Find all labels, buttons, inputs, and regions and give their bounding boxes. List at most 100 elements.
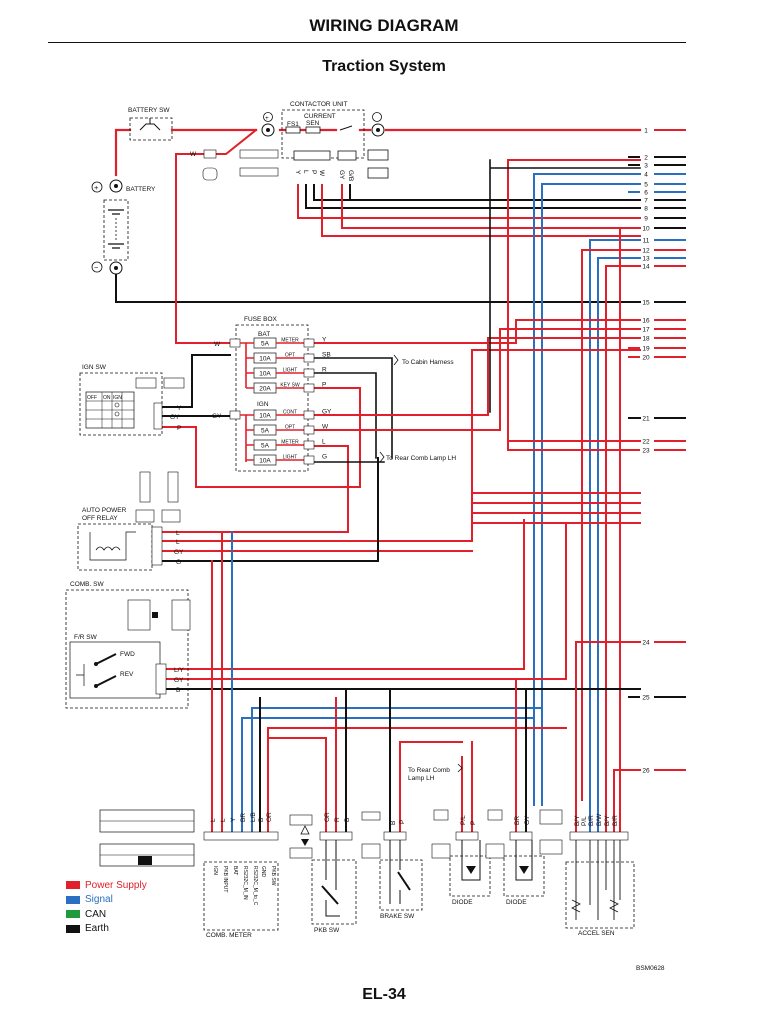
wire-fuse-l: [161, 445, 349, 533]
relay-wire-g: G: [176, 559, 181, 566]
fuse-amp: 10A: [259, 458, 271, 465]
wire-brake-p: [399, 741, 463, 834]
wire-bus-2-3: [489, 159, 641, 413]
accel-sen-label: ACCEL SEN: [578, 930, 615, 937]
fuse-wire: Y: [322, 337, 327, 344]
accel-wire: B/R: [612, 815, 619, 826]
legend-swatch: [66, 881, 80, 890]
fuse-amp: 10A: [259, 371, 271, 378]
fr-wire-gy: GY: [174, 677, 184, 684]
fr-wire-ly: L/Y: [174, 667, 184, 674]
meter-wire: L/B: [250, 812, 257, 822]
wire-fr-ly: [165, 519, 525, 670]
diode2-wire-gy: GY: [524, 815, 531, 825]
contactor-pin: GY: [338, 170, 345, 180]
fuse-bat-label: BAT: [258, 331, 270, 338]
meter-pin: GND: [260, 866, 266, 878]
legend-swatch: [66, 910, 80, 919]
ign-wire-y: Y: [177, 405, 182, 412]
legend-item: CAN: [66, 907, 147, 922]
fuse-ign-label: IGN: [257, 401, 269, 408]
wire-contactor-l: [305, 184, 641, 209]
wire-contactor-w: [321, 184, 641, 237]
line-number: 17: [642, 327, 650, 334]
line-number: 3: [644, 163, 648, 170]
ign-wire-gy: GY: [170, 414, 180, 421]
brake-sw-label: BRAKE SW: [380, 913, 415, 920]
page-title: WIRING DIAGRAM: [309, 16, 459, 35]
fuse-wire: G: [322, 454, 327, 461]
wire-fuse-sb: [313, 357, 393, 459]
comb-sw: COMB. SW F/R SW FWD REV L/Y GY B: [65, 581, 191, 709]
fuse-wire: L: [322, 439, 326, 446]
current-sen-label-2: SEN: [306, 120, 320, 127]
battery: + BATTERY −: [91, 179, 156, 275]
wire-fuse-y: [313, 319, 641, 344]
fuse-wire: R: [322, 367, 327, 374]
meter-wire: OR: [266, 812, 273, 822]
line-number: 9: [644, 216, 648, 223]
legend-item: Earth: [66, 922, 147, 937]
to-rear-lh-label: To Rear Comb Lamp LH: [386, 455, 456, 462]
brake-sw: B P BRAKE SW: [361, 811, 423, 920]
to-rear-lamp-2: Lamp LH: [408, 775, 435, 782]
fs1-label: FS1: [287, 121, 299, 128]
line-number: 18: [642, 336, 650, 343]
relay-wire-l1: L: [176, 530, 180, 537]
line-number: 13: [642, 256, 650, 263]
relay-wire-l2: L: [176, 539, 180, 546]
wire-relay-g: [161, 457, 379, 562]
wire-pkb-or: [267, 737, 327, 834]
diode2-label: DIODE: [506, 899, 527, 906]
wire-fuse-p: [161, 387, 361, 488]
line-number: 2: [644, 155, 648, 162]
pkb-wire: R: [334, 817, 341, 822]
diode1-wire-p: P: [470, 821, 477, 825]
wire-contactor-y: [297, 184, 641, 219]
relay-label-2: OFF RELAY: [82, 515, 118, 522]
page-number: EL-34: [362, 986, 406, 1003]
meter-wire: L: [210, 818, 217, 822]
line-number: 14: [642, 264, 650, 271]
fuse-name: OPT: [285, 353, 295, 359]
legend-label: Power Supply: [85, 879, 147, 891]
relay-wire-gy: GY: [174, 549, 184, 556]
pkb-wire: OR: [324, 812, 331, 822]
to-cabin-label: To Cabin Harness: [402, 359, 454, 366]
line-number: 25: [642, 695, 650, 702]
contactor-pin: Y: [294, 170, 301, 175]
fuse-wire: GY: [322, 409, 332, 416]
diodes: To Rear Comb Lamp LH P/L P DIODE BR GY D…: [408, 763, 545, 906]
fuse-amp: 5A: [261, 443, 270, 450]
brake-wire-p: P: [399, 820, 406, 824]
svg-text:−: −: [94, 263, 99, 272]
line-number: 5: [644, 182, 648, 189]
to-rear-lamp-1: To Rear Comb: [408, 767, 450, 774]
pkb-wire: B: [344, 818, 351, 822]
fuse-amp: 5A: [261, 341, 270, 348]
wire-line-24: [575, 641, 641, 801]
battery-sw-label: BATTERY SW: [128, 107, 170, 114]
wire-signal-5: [541, 183, 641, 806]
line-number: 16: [642, 318, 650, 325]
wire-ign-y: [161, 354, 231, 408]
accel-wire: B/W: [596, 813, 603, 826]
auto-power-relay: AUTO POWER OFF RELAY L L GY G: [77, 471, 184, 571]
fr-sw-label: F/R SW: [74, 634, 98, 641]
title-rule: [48, 42, 686, 43]
ign-off: OFF: [87, 395, 97, 401]
fuse-name: CONT: [283, 410, 297, 416]
line-number: 21: [642, 416, 650, 423]
current-sen-label-1: CURRENT: [304, 113, 336, 120]
legend-label: CAN: [85, 908, 107, 920]
wire-battery-earth: [115, 274, 641, 303]
wire-meter-or: [267, 727, 567, 834]
accel-wire: B/Y: [574, 815, 581, 826]
fuse-amp: 10A: [259, 413, 271, 420]
fwd-label: FWD: [120, 651, 135, 658]
contactor-pin: G/B: [347, 170, 354, 181]
wire-fr-gy: [165, 524, 567, 680]
